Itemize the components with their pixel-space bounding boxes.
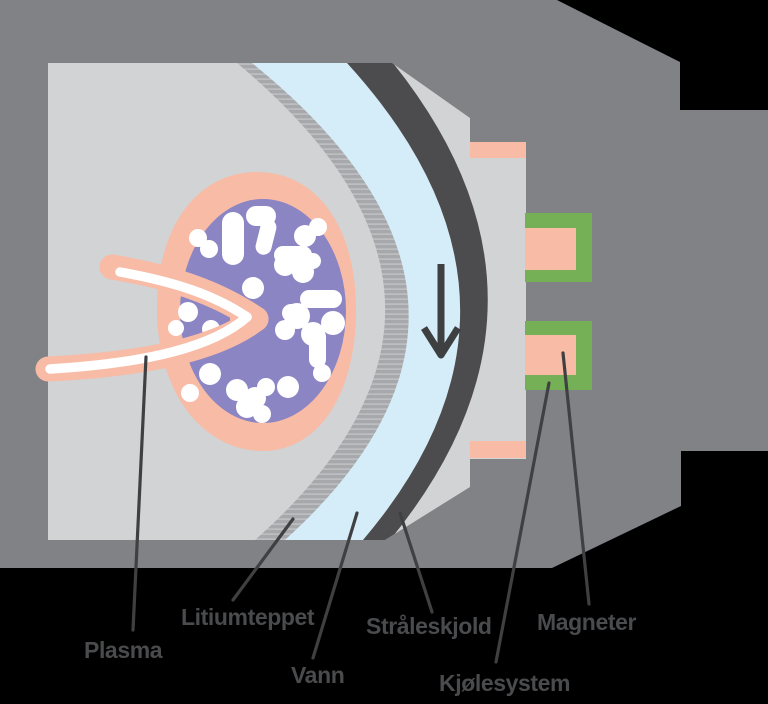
cooling-pipe-top — [470, 142, 526, 158]
label-plasma: Plasma — [84, 637, 163, 663]
leader-magneter — [561, 351, 591, 606]
leader-vann — [311, 511, 359, 660]
injector-beam — [35, 254, 269, 382]
plasma-pellets — [168, 206, 345, 423]
label-magneter: Magneter — [537, 609, 637, 635]
water-band — [252, 63, 461, 540]
lithium-blanket-band — [237, 63, 409, 540]
leader-straaleskjold — [398, 511, 434, 614]
label-kjoelesystem: Kjølesystem — [439, 670, 571, 696]
label-straaleskjold: Stråleskjold — [366, 613, 492, 639]
leader-litiumteppet — [231, 517, 295, 602]
radiation-shield-band — [347, 63, 488, 540]
magnet-core-bottom — [525, 335, 576, 375]
leader-kjoelesystem — [494, 381, 551, 664]
water-flow-down-arrow-icon — [421, 264, 461, 359]
magnet-core-top — [525, 228, 576, 270]
leader-plasma — [131, 355, 148, 632]
cooling-pipe-bottom — [470, 441, 526, 458]
magnet-coils — [525, 213, 592, 390]
label-vann: Vann — [291, 662, 345, 688]
leader-lines — [131, 351, 591, 664]
label-litiumteppet: Litiumteppet — [181, 604, 315, 630]
